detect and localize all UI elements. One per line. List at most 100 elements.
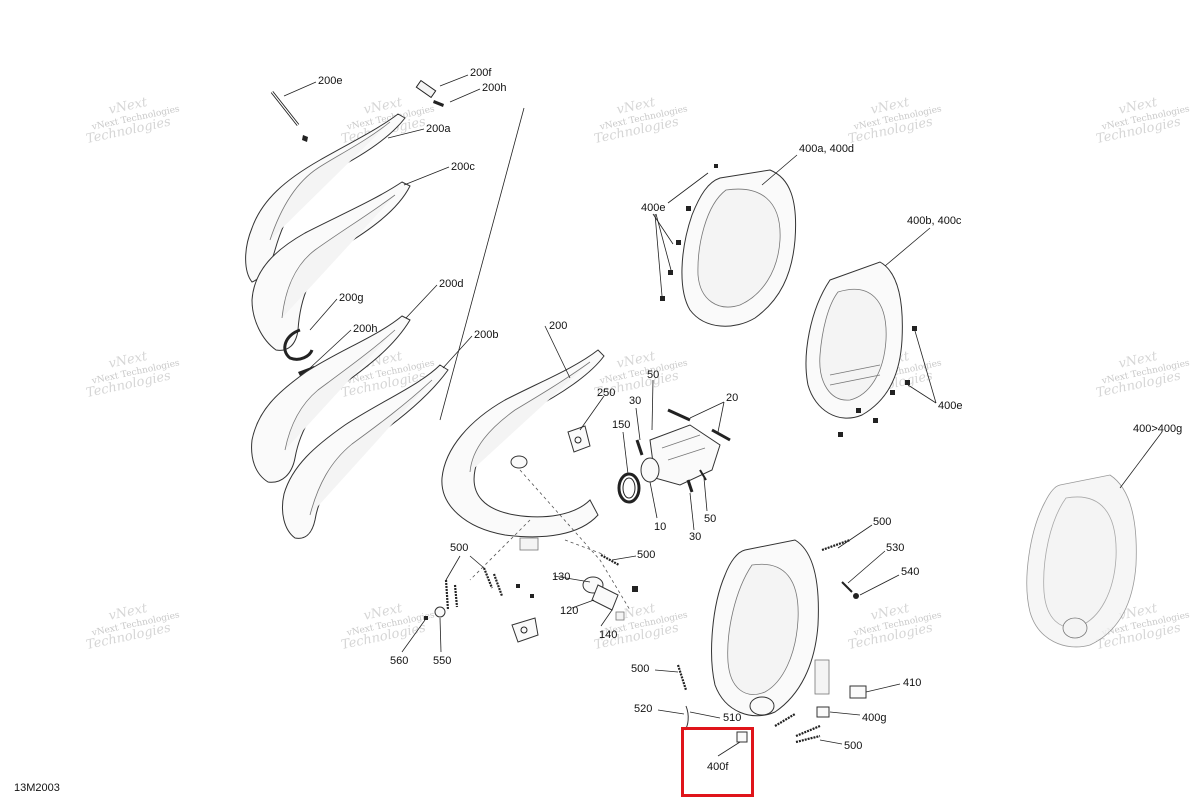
- part-200-pipe-outlet: [510, 455, 528, 469]
- label-500-a: 500: [450, 542, 468, 554]
- part-400e-nut-2: [686, 206, 691, 211]
- part-30-stud-top: [635, 439, 644, 456]
- label-250: 250: [597, 387, 615, 399]
- part-400-complete-outlet: [1062, 617, 1088, 639]
- label-500-b: 500: [637, 549, 655, 561]
- part-150-gasket-ring: [617, 472, 641, 504]
- label-10: 10: [654, 521, 666, 533]
- part-530-540-latch: [841, 581, 859, 599]
- label-50-top: 50: [647, 369, 659, 381]
- part-200a-shield-inner: [269, 121, 391, 241]
- part-200d-shield-inner: [284, 329, 396, 451]
- part-200b-shield-inner: [309, 379, 433, 516]
- part-200g-clamp: [283, 328, 314, 361]
- part-400e-nut-6: [912, 326, 917, 331]
- label-200c: 200c: [451, 161, 475, 173]
- label-200h-top: 200h: [482, 82, 506, 94]
- label-550: 550: [433, 655, 451, 667]
- part-410-latch: [849, 685, 867, 699]
- label-400e-left: 400e: [641, 202, 665, 214]
- part-400e-nut-5: [660, 296, 665, 301]
- part-500-spring-c: [492, 573, 504, 597]
- label-500-c: 500: [873, 516, 891, 528]
- part-500-spring-j: [795, 734, 821, 744]
- label-50-bottom: 50: [704, 513, 716, 525]
- assembly-line-a: [519, 469, 631, 611]
- label-540: 540: [901, 566, 919, 578]
- part-200-bracket: [519, 537, 539, 551]
- part-500-spring-h: [774, 713, 796, 727]
- label-200f: 200f: [470, 67, 492, 79]
- label-200h: 200h: [353, 323, 377, 335]
- part-400e-nut-1: [714, 164, 718, 168]
- part-400e-nut-10: [873, 418, 878, 423]
- part-400e-nut-4: [668, 270, 673, 275]
- part-labels: 200e 200f 200h 200a 200c 200g 200d 200h …: [318, 67, 1182, 773]
- label-560: 560: [390, 655, 408, 667]
- part-120-bracket: [511, 617, 539, 643]
- drawing-code: 13M2003: [14, 782, 60, 794]
- highlight-box-400f: [681, 727, 754, 797]
- leader-lines: [283, 74, 1163, 757]
- part-500-spring-g: [821, 538, 851, 552]
- part-10-manifold: [640, 424, 721, 486]
- label-400b-400c: 400b, 400c: [907, 215, 962, 227]
- part-500-spring-a: [444, 579, 450, 611]
- part-400e-nut-3: [676, 240, 681, 245]
- part-muffler-bracket: [814, 659, 830, 695]
- part-500-spring-f: [676, 664, 688, 691]
- part-spring-hook: [632, 586, 638, 592]
- label-400f: 400f: [707, 761, 729, 773]
- label-510: 510: [723, 712, 741, 724]
- part-screw-small: [516, 584, 520, 588]
- label-200d: 200d: [439, 278, 463, 290]
- part-screw-small-2: [530, 594, 534, 598]
- label-400g: 400g: [862, 712, 886, 724]
- assembly-line-c: [564, 539, 606, 556]
- part-200c-shield-inner: [281, 194, 396, 319]
- part-400b-muffler-slots: [829, 364, 881, 386]
- part-400e-nut-8: [890, 390, 895, 395]
- part-250-bracket: [567, 425, 591, 453]
- label-400e-right: 400e: [938, 400, 962, 412]
- part-50-stud-bottom: [699, 469, 707, 481]
- part-130-140-clamp: [582, 576, 625, 621]
- label-200a: 200a: [426, 123, 451, 135]
- part-200f-bolt: [415, 79, 437, 99]
- assembly-line-b: [469, 519, 531, 581]
- part-500-spring-e: [453, 584, 459, 608]
- label-30-bottom: 30: [689, 531, 701, 543]
- label-150: 150: [612, 419, 630, 431]
- part-200h-spring: [433, 100, 444, 107]
- label-120: 120: [560, 605, 578, 617]
- label-400-to-400g: 400>400g: [1133, 423, 1182, 435]
- label-400a-400d: 400a, 400d: [799, 143, 854, 155]
- label-500-e: 500: [844, 740, 862, 752]
- part-muffler-assembly-contour: [727, 563, 799, 695]
- watermark-group: vNext vNext Technologies Technologies vN…: [85, 95, 1191, 653]
- part-200e-clip: [302, 135, 308, 142]
- part-400e-nut-7: [905, 380, 910, 385]
- label-200: 200: [549, 320, 567, 332]
- part-400e-nut-9: [856, 408, 861, 413]
- part-550-grommet: [434, 606, 446, 618]
- label-500-d: 500: [631, 663, 649, 675]
- label-140: 140: [599, 629, 617, 641]
- label-200g: 200g: [339, 292, 363, 304]
- part-500-spring-b: [482, 567, 494, 589]
- label-30-top: 30: [629, 395, 641, 407]
- label-20: 20: [726, 392, 738, 404]
- part-muffler-outlet: [749, 696, 775, 716]
- reference-line-long: [439, 107, 525, 421]
- label-520: 520: [634, 703, 652, 715]
- part-400e-nut-11: [838, 432, 843, 437]
- part-400f-clip: [736, 731, 748, 743]
- part-30-stud-bottom: [686, 479, 694, 493]
- part-400g-nut: [816, 706, 830, 718]
- part-200-exhaust-pipe-detail: [469, 361, 591, 473]
- part-500-spring-d: [600, 554, 620, 566]
- part-200e-rod: [270, 91, 300, 126]
- part-560-screw: [424, 616, 428, 620]
- label-530: 530: [886, 542, 904, 554]
